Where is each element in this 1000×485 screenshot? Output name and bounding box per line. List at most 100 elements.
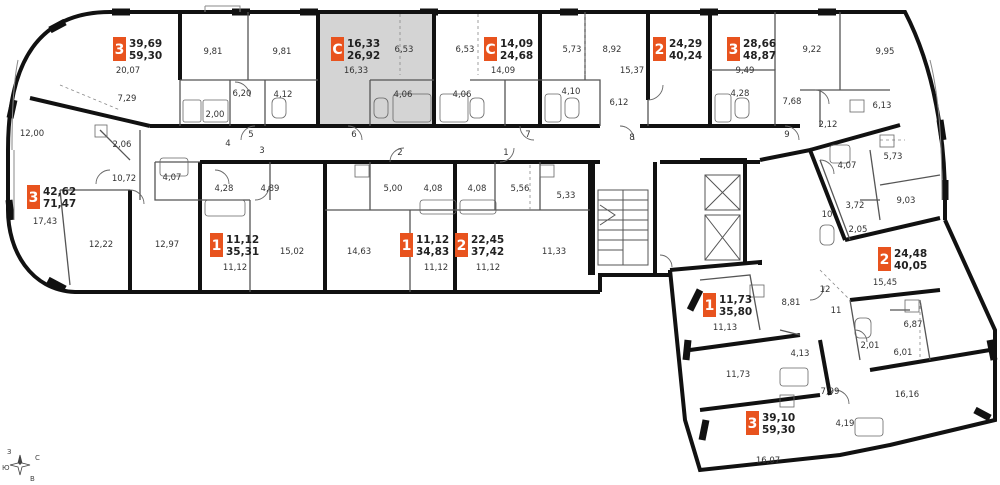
room-area-label: 4,28 [215, 184, 234, 194]
room-area-label: 6,01 [894, 348, 913, 358]
room-count: 3 [115, 42, 125, 58]
room-area-label: 4,06 [453, 90, 472, 100]
room-area-label: 5,56 [511, 184, 530, 194]
room-count: 1 [402, 238, 412, 254]
room-area-label: 6,12 [610, 98, 629, 108]
room-count-badge [210, 233, 223, 257]
window-glazing [11, 5, 943, 220]
room-area-label: 5,33 [557, 191, 576, 201]
room-count-badge [653, 37, 666, 61]
room-count: 2 [880, 252, 890, 268]
total-area: 34,83 [416, 246, 449, 258]
stair-core [597, 174, 741, 266]
room-count: 3 [729, 42, 739, 58]
room-area-label: 9,81 [204, 47, 223, 57]
room-area-label: 6,53 [395, 45, 414, 55]
room-area-label: 11,12 [424, 263, 448, 273]
total-area: 59,30 [762, 424, 795, 436]
selected-apartment-fill [318, 14, 434, 124]
corridor-number: 4 [225, 139, 230, 149]
room-area-label: 12,00 [20, 129, 44, 139]
total-area: 71,47 [43, 198, 76, 210]
room-area-label: 9,49 [736, 66, 755, 76]
corridor-number: 1 [503, 148, 508, 158]
room-area-label: 16,07 [756, 456, 780, 466]
door-swings [95, 81, 868, 405]
room-count-badge [727, 37, 740, 61]
thin-walls [59, 12, 941, 361]
compass-east: С [35, 454, 40, 462]
total-area: 59,30 [129, 50, 162, 62]
total-area: 24,68 [500, 50, 533, 62]
corridor-number: 2 [397, 148, 402, 158]
living-area: 22,45 [471, 234, 504, 246]
room-area-label: 7,29 [118, 94, 137, 104]
living-area: 24,29 [669, 38, 702, 50]
corridor-number: 12 [820, 285, 831, 295]
room-area-label: 5,73 [884, 152, 903, 162]
room-area-label: 9,81 [273, 47, 292, 57]
room-area-label: 2,06 [113, 140, 132, 150]
room-area-label: 11,33 [542, 247, 566, 257]
compass-north: З [7, 448, 12, 456]
living-area: 11,12 [226, 234, 259, 246]
room-area-label: 20,07 [116, 66, 140, 76]
living-area: 24,48 [894, 248, 927, 260]
room-count: 2 [457, 238, 467, 254]
corridor-number: 9 [784, 130, 789, 140]
room-area-label: 2,01 [861, 341, 880, 351]
corridor-number: 3 [259, 146, 264, 156]
compass-south: В [30, 475, 35, 483]
compass-west: Ю [2, 464, 10, 472]
room-area-label: 11,73 [726, 370, 750, 380]
room-area-label: 16,16 [895, 390, 919, 400]
room-area-label: 12,22 [89, 240, 113, 250]
room-count: 2 [655, 42, 665, 58]
room-count-badge [703, 293, 716, 317]
room-count: С [332, 42, 342, 58]
room-area-label: 5,00 [384, 184, 403, 194]
room-area-label: 4,08 [424, 184, 443, 194]
room-area-label: 4,28 [731, 89, 750, 99]
room-area-label: 4,07 [163, 173, 182, 183]
room-count: 3 [748, 416, 758, 432]
bathroom-fixtures [159, 93, 884, 437]
room-area-label: 4,13 [791, 349, 810, 359]
living-area: 42,62 [43, 186, 76, 198]
room-count: 1 [212, 238, 222, 254]
room-area-label: 14,09 [491, 66, 515, 76]
living-area: 39,69 [129, 38, 162, 50]
total-area: 40,05 [894, 260, 927, 272]
corridor-number: 8 [629, 133, 634, 143]
room-area-label: 5,73 [563, 45, 582, 55]
room-count-badge [27, 185, 40, 209]
room-area-label: 7,99 [821, 387, 840, 397]
total-area: 35,80 [719, 306, 752, 318]
living-area: 28,66 [743, 38, 776, 50]
room-count: 3 [29, 190, 39, 206]
room-area-label: 6,87 [904, 320, 923, 330]
total-area: 26,92 [347, 50, 380, 62]
room-area-label: 15,02 [280, 247, 304, 257]
room-area-label: 2,00 [206, 110, 225, 120]
corridor-number: 6 [351, 130, 356, 140]
room-area-label: 3,72 [846, 201, 865, 211]
room-count-badge [113, 37, 126, 61]
room-area-label: 17,43 [33, 217, 57, 227]
room-area-label: 4,10 [562, 87, 581, 97]
room-count: 1 [705, 298, 715, 314]
